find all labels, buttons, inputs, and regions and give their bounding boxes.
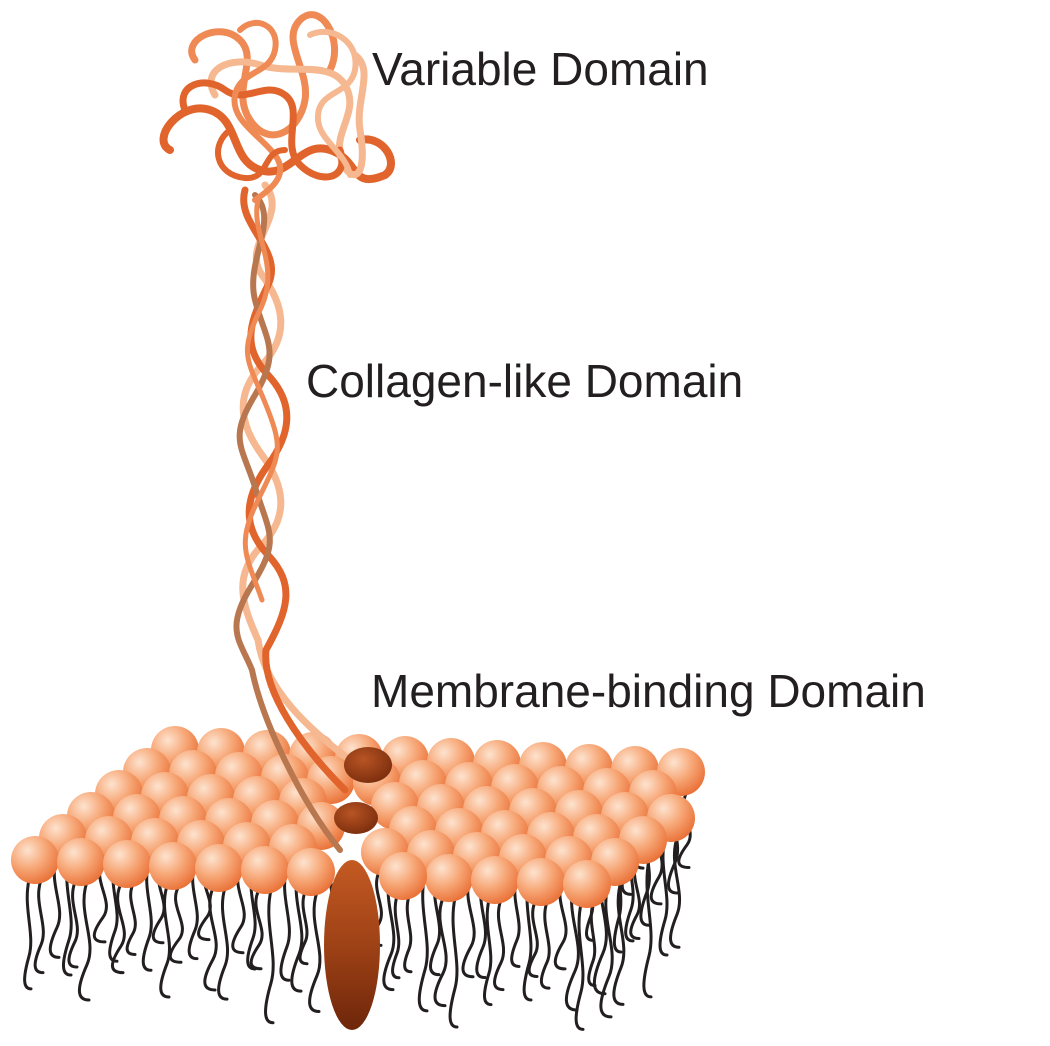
lipid-tail xyxy=(629,858,641,940)
collagen-like-domain-label: Collagen-like Domain xyxy=(306,355,744,407)
lipid-tail xyxy=(92,858,108,944)
lipid-tail xyxy=(125,882,137,956)
lipid-heads xyxy=(11,726,705,908)
lipid-head xyxy=(517,858,565,906)
lipid-tail xyxy=(382,870,396,992)
lipid-tail xyxy=(33,878,45,975)
lipid-tail xyxy=(522,876,533,1002)
lipid-tail xyxy=(403,894,413,974)
membrane-binding-domain-label: Membrane-binding Domain xyxy=(371,665,926,717)
helix-strand-4 xyxy=(242,197,280,603)
membrane-binding-anchor xyxy=(324,747,392,1030)
lipid-head xyxy=(149,842,197,890)
anchor-body xyxy=(324,860,380,1030)
lipid-tail xyxy=(493,898,506,992)
lipid-tail xyxy=(433,896,448,1008)
loop-strand xyxy=(188,11,338,139)
lipid-tail xyxy=(448,896,459,1029)
lipid-head xyxy=(241,846,289,894)
lipid-tail xyxy=(539,900,551,990)
collagen-like-helix xyxy=(233,181,354,853)
lipid-tail xyxy=(461,874,476,979)
lipid-tail xyxy=(231,864,246,955)
lipid-tail xyxy=(599,880,614,1019)
lipid-tail xyxy=(217,886,230,1001)
lipid-head xyxy=(195,844,243,892)
lipid-tail xyxy=(391,894,401,980)
lipid-tail xyxy=(564,878,580,1012)
lipid-tail xyxy=(510,876,521,968)
lipid-head xyxy=(563,860,611,908)
lipid-tail xyxy=(187,862,199,961)
lipid-head xyxy=(471,856,519,904)
lipid-head xyxy=(57,838,105,886)
lipid-tail xyxy=(669,836,682,949)
lipid-tail xyxy=(417,872,429,1013)
lipid-tail xyxy=(249,888,264,971)
loop-strand xyxy=(231,19,284,203)
lipid-head xyxy=(287,848,335,896)
lipid-tail xyxy=(23,878,33,991)
loop-strand xyxy=(207,51,368,178)
anchor-knob xyxy=(344,747,392,783)
lipid-tail xyxy=(483,898,493,1007)
lipid-tail xyxy=(141,860,153,972)
lipid-tail xyxy=(110,882,126,975)
lipid-tail xyxy=(77,880,92,1002)
lipid-tail xyxy=(612,880,626,1006)
lipid-tail xyxy=(574,902,585,1031)
lipid-tail xyxy=(587,902,597,988)
lipid-tail xyxy=(298,890,309,966)
lipid-head xyxy=(379,852,427,900)
loop-strand xyxy=(307,28,359,178)
lipid-tail xyxy=(168,884,184,964)
helix-strand-1 xyxy=(239,181,354,764)
lipid-head xyxy=(11,836,59,884)
variable-domain-globule xyxy=(159,11,395,203)
lipid-tail xyxy=(553,878,568,971)
lipid-tail xyxy=(658,836,669,957)
lipid-tail xyxy=(203,886,218,992)
lipid-tail xyxy=(308,890,322,1013)
lipid-head xyxy=(103,840,151,888)
anchor-knob xyxy=(334,802,378,834)
lipid-tail xyxy=(279,866,291,982)
loop-strand xyxy=(159,104,395,184)
lipid-tail xyxy=(159,884,171,999)
lipid-tail xyxy=(67,880,79,969)
lipid-tail xyxy=(642,858,653,999)
lipid-heads-front xyxy=(287,848,427,900)
lipid-tail xyxy=(527,900,539,978)
loop-strand xyxy=(215,127,288,182)
loop-strand xyxy=(179,79,346,181)
lipid-head xyxy=(425,854,473,902)
variable-domain-label: Variable Domain xyxy=(372,43,709,95)
lipid-tail xyxy=(48,856,62,959)
lipid-tail xyxy=(264,888,275,1025)
